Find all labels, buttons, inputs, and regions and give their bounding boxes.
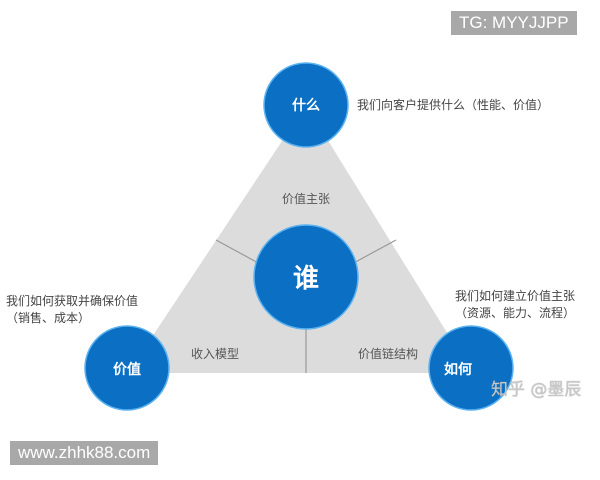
node-label-how: 如何 [444, 361, 472, 378]
node-label-what: 什么 [292, 97, 320, 114]
watermark-zhihu: 知乎 @墨辰 [491, 380, 582, 400]
watermark-telegram: TG: MYYJJPP [451, 11, 577, 35]
node-circle-value [84, 325, 170, 411]
node-circle-who [253, 224, 359, 330]
node-description-how: 我们如何建立价值主张 （资源、能力、流程） [455, 288, 575, 322]
node-description-value-line2: （销售、成本） [6, 311, 91, 325]
watermark-website: www.zhhk88.com [10, 441, 159, 465]
node-label-who: 谁 [293, 264, 319, 294]
divider-left [215, 239, 263, 266]
node-description-what: 我们向客户提供什么（性能、价值） [357, 98, 550, 112]
segment-label-value-proposition: 价值主张 [282, 191, 330, 206]
segment-label-value-chain: 价值链结构 [358, 346, 418, 361]
node-label-value: 价值 [113, 361, 141, 378]
node-circle-what [263, 62, 349, 148]
node-description-how-line1: 我们如何建立价值主张 [455, 289, 576, 303]
segment-label-revenue-model: 收入模型 [191, 347, 239, 361]
node-description-value-line1: 我们如何获取并确保价值 [6, 294, 139, 308]
node-description-value: 我们如何获取并确保价值 （销售、成本） [6, 293, 138, 327]
divider-right [349, 239, 397, 266]
node-description-how-line2: （资源、能力、流程） [455, 306, 576, 320]
node-circle-how [428, 325, 514, 411]
